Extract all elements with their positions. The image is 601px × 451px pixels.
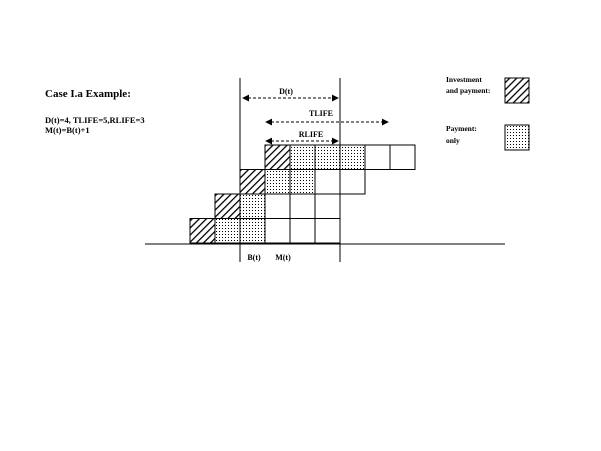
rlife-label: RLIFE [299, 130, 323, 139]
legend-investment-swatch [504, 77, 530, 104]
payment-only-cell [239, 193, 266, 219]
legend-payment-swatch [504, 124, 530, 151]
empty-cell [314, 169, 341, 195]
diagram-title: Case I.a Example: [45, 88, 131, 100]
payment-only-cell [264, 169, 291, 195]
payment-only-cell [339, 144, 366, 170]
cell-grid [189, 144, 416, 244]
empty-cell [389, 144, 416, 170]
empty-cell [314, 193, 341, 219]
tlife-label: TLIFE [309, 109, 333, 118]
empty-cell [364, 144, 391, 170]
empty-cell [289, 218, 316, 244]
payment-only-cell [289, 144, 316, 170]
payment-only-cell [239, 218, 266, 244]
legend-investment-label-line-1: Investment [446, 75, 482, 84]
legend-investment-label-line-2: and payment: [446, 86, 490, 95]
params-line-1: D(t)=4, TLIFE=5,RLIFE=3 [45, 115, 145, 125]
d-t-label: D(t) [279, 87, 293, 96]
investment-payment-cell [214, 193, 241, 219]
legend-payment-label-line-2: only [446, 136, 460, 145]
b-t-label: B(t) [247, 253, 261, 262]
investment-payment-cell [239, 169, 266, 195]
empty-cell [339, 169, 366, 195]
payment-only-cell [214, 218, 241, 244]
params-line-2: M(t)=B(t)+1 [45, 125, 90, 135]
investment-payment-cell [264, 144, 291, 170]
m-t-label: M(t) [275, 253, 291, 262]
legend-payment-label-line-1: Payment: [446, 124, 477, 133]
payment-only-cell [289, 169, 316, 195]
empty-cell [289, 193, 316, 219]
empty-cell [314, 218, 341, 244]
empty-cell [264, 193, 291, 219]
investment-payment-cell [189, 218, 216, 244]
empty-cell [264, 218, 291, 244]
payment-only-cell [314, 144, 341, 170]
